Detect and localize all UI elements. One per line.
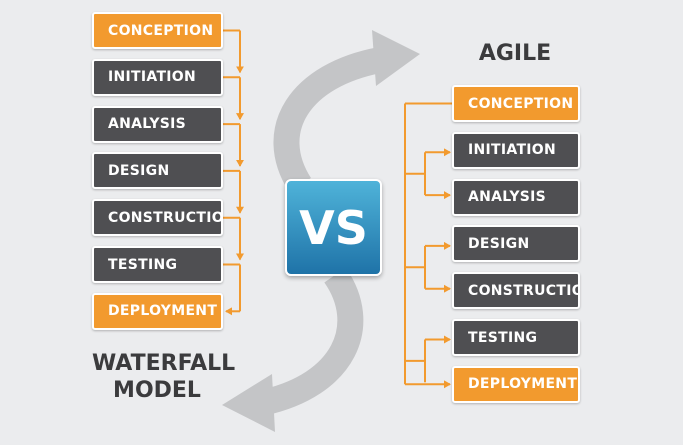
waterfall-step-initiation: INITIATION xyxy=(92,58,223,96)
agile-step-testing: TESTING xyxy=(452,319,580,356)
waterfall-step-conception: CONCEPTION xyxy=(92,12,223,49)
waterfall-step-testing: TESTING xyxy=(92,246,223,283)
waterfall-arrows xyxy=(223,29,244,316)
waterfall-title-line1: WATERFALL xyxy=(92,351,236,376)
agile-title: AGILE xyxy=(478,41,552,66)
agile-arrows xyxy=(404,102,452,389)
agile-step-conception: CONCEPTION xyxy=(452,85,580,122)
agile-step-analysis: ANALYSIS xyxy=(452,178,580,216)
agile-step-initiation: INITIATION xyxy=(452,131,580,169)
waterfall-step-deployment: DEPLOYMENT xyxy=(92,292,223,330)
agile-step-design: DESIGN xyxy=(452,225,580,263)
waterfall-step-construction: CONSTRUCTION xyxy=(92,199,223,237)
agile-step-construction: CONSTRUCTION xyxy=(452,272,580,310)
waterfall-step-analysis: ANALYSIS xyxy=(92,105,223,143)
waterfall-step-design: DESIGN xyxy=(92,152,223,190)
agile-step-deployment: DEPLOYMENT xyxy=(452,365,580,403)
waterfall-title-line2: MODEL xyxy=(113,378,201,403)
waterfall-title: WATERFALL MODEL xyxy=(92,350,236,404)
vs-badge: VS xyxy=(285,179,382,276)
